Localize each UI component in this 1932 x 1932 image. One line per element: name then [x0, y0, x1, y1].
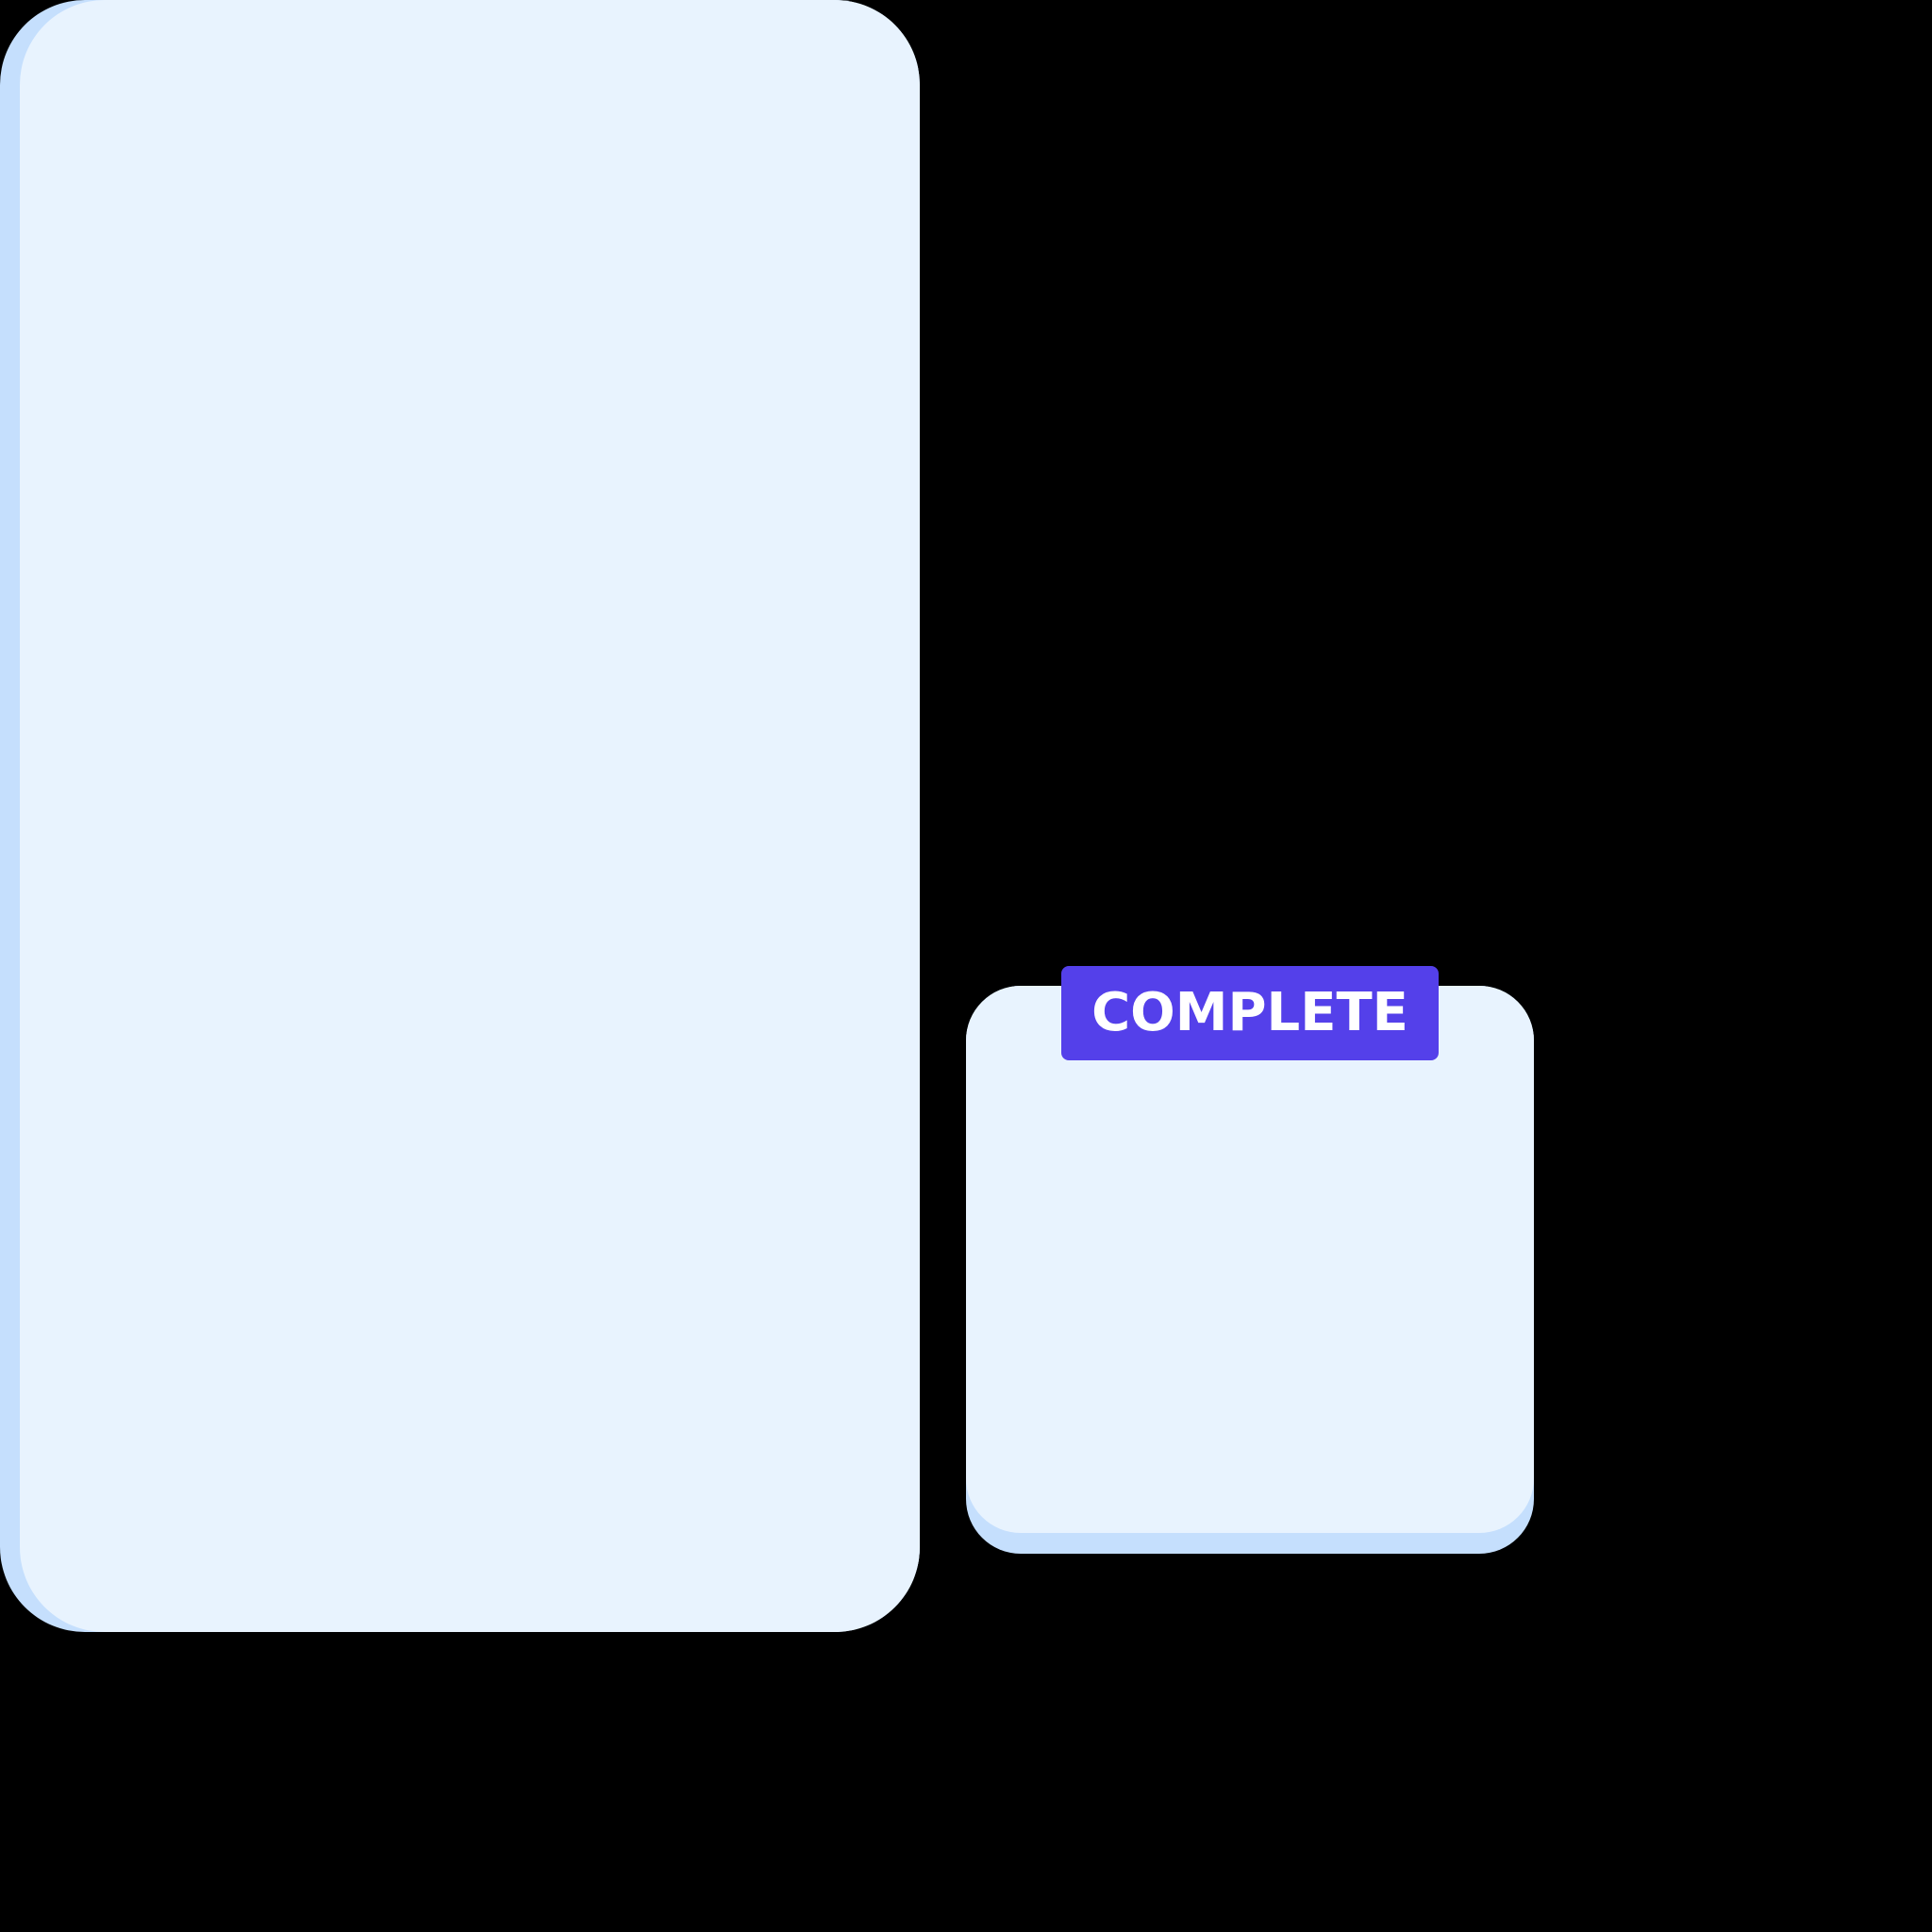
- small-card-face: [966, 986, 1534, 1533]
- large-card-panel: [0, 0, 920, 1632]
- large-card-face: [20, 0, 920, 1632]
- status-badge: COMPLETE: [1061, 966, 1439, 1060]
- status-badge-label: COMPLETE: [1091, 982, 1408, 1043]
- small-card-panel: [966, 986, 1534, 1554]
